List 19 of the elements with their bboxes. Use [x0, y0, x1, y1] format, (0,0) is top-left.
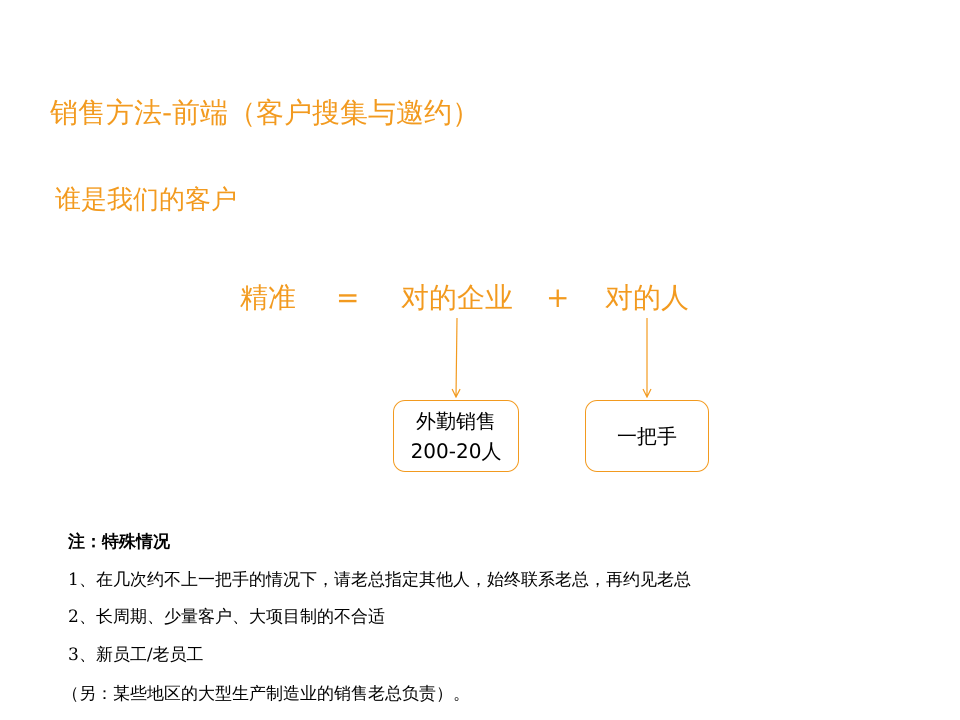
equals-sign: = — [336, 280, 360, 316]
note-text: 1、在几次约不上一把手的情况下，请老总指定其他人，始终联系老总，再约见老总 — [68, 569, 691, 592]
note-text: （另：某些地区的大型生产制造业的销售老总负责）。 — [62, 683, 470, 706]
rounded-box — [393, 400, 519, 472]
arrow — [642, 318, 652, 398]
formula-term: 精准 — [240, 280, 296, 316]
note-text: 3、新员工/老员工 — [68, 644, 204, 667]
box-text: 外勤销售 — [416, 408, 496, 435]
plus-sign: + — [546, 280, 570, 316]
formula-term: 对的人 — [597, 278, 697, 318]
arrow — [452, 318, 461, 398]
box-text: 200-20人 — [410, 438, 502, 465]
box-text: 一把手 — [617, 423, 677, 450]
title: 销售方法-前端（客户搜集与邀约） — [50, 95, 480, 131]
formula-term: 对的企业 — [395, 278, 519, 318]
subtitle: 谁是我们的客户 — [55, 184, 237, 217]
note-heading: 注：特殊情况 — [68, 531, 170, 554]
note-text: 2、长周期、少量客户、大项目制的不合适 — [68, 606, 385, 629]
rounded-box — [585, 400, 709, 472]
